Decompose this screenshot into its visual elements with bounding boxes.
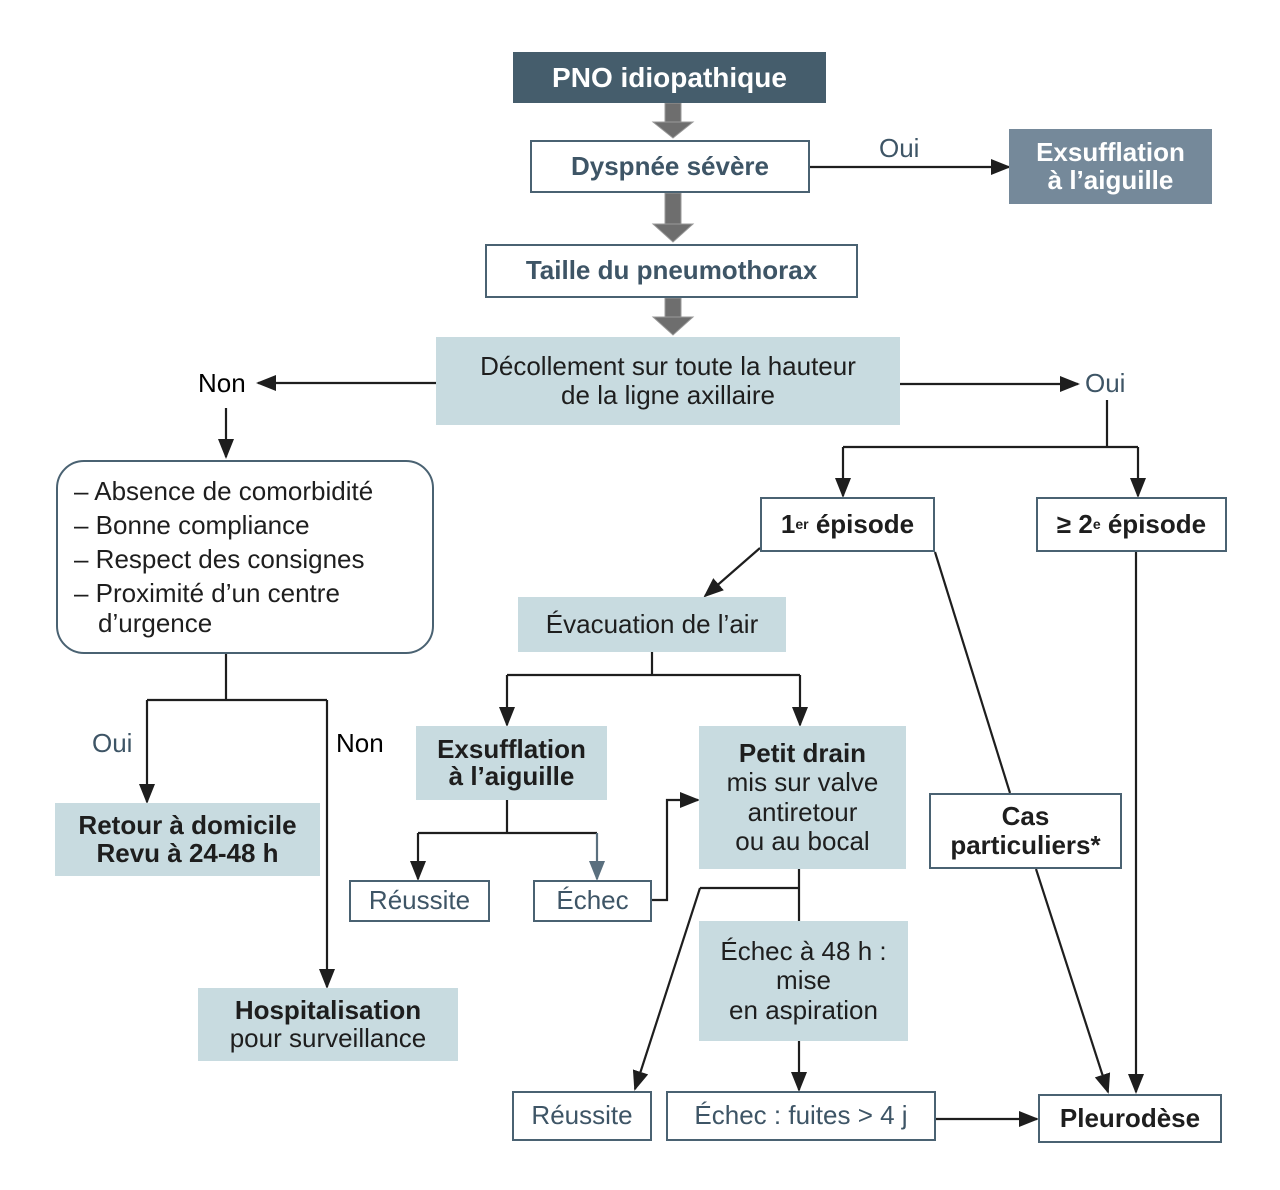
line: Retour à domicile — [78, 810, 297, 841]
line: Hospitalisation — [234, 995, 422, 1026]
criteria-item: – Respect des consignes — [74, 544, 365, 574]
dyspnee-node: Dyspnée sévère — [530, 140, 810, 193]
pleurodese-node: Pleurodèse — [1038, 1094, 1222, 1143]
num: 1 — [780, 508, 796, 539]
line-1er-cas — [933, 551, 1012, 794]
label-oui-dyspnee: Oui — [879, 133, 920, 163]
text: épisode — [1100, 508, 1207, 539]
taille-node: Taille du pneumothorax — [485, 244, 858, 298]
echec-1-node: Échec — [533, 880, 652, 922]
label-oui-decollement: Oui — [1085, 368, 1126, 398]
line: à l’aiguille — [448, 761, 575, 791]
line: en aspiration — [729, 994, 878, 1025]
line: Cas — [1001, 800, 1050, 831]
evacuation-node: Évacuation de l’air — [518, 597, 786, 652]
line: Exsufflation — [437, 733, 586, 764]
criteria-item: – Proximité d’un centre — [74, 578, 340, 608]
big-arrow-2 — [651, 192, 695, 243]
reussite-text: Réussite — [531, 1100, 633, 1131]
num: ≥ 2 — [1056, 508, 1093, 539]
evacuation-text: Évacuation de l’air — [545, 608, 759, 639]
big-arrow-1 — [651, 102, 695, 139]
line: pour surveillance — [229, 1022, 427, 1053]
arrow-cas-pleurodese — [1034, 868, 1111, 1094]
line: Revu à 24-48 h — [96, 837, 279, 868]
line: à l’aiguille — [1047, 164, 1174, 195]
echec-fuites-text: Échec : fuites > 4 j — [694, 1100, 908, 1131]
taille-text: Taille du pneumothorax — [525, 255, 818, 286]
line: Échec à 48 h : — [720, 936, 887, 967]
big-arrow-3 — [651, 297, 695, 336]
reussite-1-node: Réussite — [349, 880, 490, 922]
arrow-echec-to-drain — [652, 792, 700, 902]
dyspnee-text: Dyspnée sévère — [570, 150, 770, 181]
label-oui-criteria: Oui — [92, 728, 133, 758]
title-node: PNO idiopathique — [513, 52, 826, 103]
label-non-decollement: Non — [198, 368, 246, 398]
line: mise — [776, 965, 831, 996]
criteria-item: – Absence de comorbidité — [74, 476, 374, 506]
line: mis sur valve — [726, 767, 879, 798]
criteria-item: d’urgence — [98, 608, 213, 638]
text: épisode — [808, 508, 915, 539]
title-text: PNO idiopathique — [552, 61, 787, 93]
line: particuliers* — [950, 830, 1101, 860]
criteria-box: – Absence de comorbidité – Bonne complia… — [56, 460, 434, 654]
echec-fuites-node: Échec : fuites > 4 j — [666, 1091, 936, 1141]
arrow-reussite-2 — [632, 887, 702, 1091]
line: ou au bocal — [735, 825, 870, 856]
reussite-2-node: Réussite — [512, 1091, 652, 1141]
line: Petit drain — [738, 738, 867, 769]
echec-text: Échec — [556, 885, 629, 916]
pleurodese-text: Pleurodèse — [1059, 1102, 1201, 1133]
arrow-evacuation — [703, 547, 761, 598]
sup: er — [795, 515, 809, 532]
label-non-criteria: Non — [336, 728, 384, 758]
reussite-text: Réussite — [368, 885, 471, 916]
criteria-item: – Bonne compliance — [74, 510, 310, 540]
line: Décollement sur toute la hauteur — [480, 350, 856, 381]
line: de la ligne axillaire — [561, 380, 775, 410]
line: Exsufflation — [1036, 137, 1185, 168]
sup: e — [1092, 515, 1101, 532]
line: antiretour — [747, 796, 858, 827]
